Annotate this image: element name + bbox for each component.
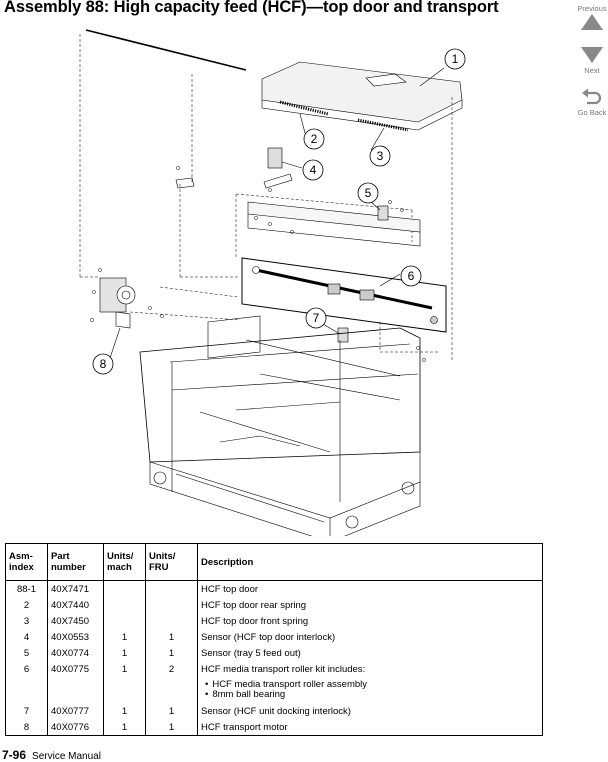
table-row: 2 40X7440 HCF top door rear spring (5, 597, 543, 613)
go-back-label: Go Back (577, 108, 607, 117)
page-title: Assembly 88: High capacity feed (HCF)—to… (4, 0, 499, 16)
next-label: Next (584, 66, 600, 75)
kit-items-cell: HCF media transport roller assembly 8mm … (197, 677, 543, 703)
arrow-up-icon (581, 14, 603, 30)
callout-2: 2 (311, 132, 318, 146)
kit-item: HCF media transport roller assembly (212, 680, 539, 690)
table-row: 88-1 40X7471 HCF top door (5, 580, 543, 597)
page-number: 7-96 (2, 748, 27, 762)
kit-items-list: HCF media transport roller assembly 8mm … (201, 680, 539, 700)
callout-5: 5 (365, 186, 372, 200)
header-units-mach: Units/mach (103, 543, 146, 581)
previous-label: Previous (577, 4, 607, 13)
kit-item: 8mm ball bearing (212, 690, 539, 700)
table-row: 7 40X0777 1 1 Sensor (HCF unit docking i… (5, 703, 543, 719)
table-row: 4 40X0553 1 1 Sensor (HCF top door inter… (5, 629, 543, 645)
exploded-diagram: 1 2 3 4 5 6 7 8 (79, 29, 466, 536)
previous-button[interactable]: Previous (572, 4, 608, 33)
callout-7: 7 (313, 311, 320, 325)
table-row-kit-items: HCF media transport roller assembly 8mm … (5, 677, 543, 703)
callout-6: 6 (408, 269, 415, 283)
callout-4: 4 (310, 163, 317, 177)
next-button[interactable]: Next (572, 46, 608, 75)
table-row: 3 40X7450 HCF top door front spring (5, 613, 543, 629)
manual-name: Service Manual (32, 751, 101, 762)
header-asm-index: Asm-index (5, 543, 48, 581)
table-row: 5 40X0774 1 1 Sensor (tray 5 feed out) (5, 645, 543, 661)
page-footer: 7-96 Service Manual (2, 748, 101, 762)
arrow-down-icon (581, 47, 603, 63)
header-description: Description (197, 543, 543, 581)
callout-3: 3 (377, 149, 384, 163)
table-row: 8 40X0776 1 1 HCF transport motor (5, 719, 543, 736)
callout-1: 1 (452, 52, 459, 66)
callout-8: 8 (100, 357, 107, 371)
go-back-button[interactable]: Go Back (572, 88, 608, 117)
go-back-icon (582, 88, 602, 105)
header-units-fru: Units/FRU (145, 543, 198, 581)
table-row: 6 40X0775 1 2 HCF media transport roller… (5, 661, 543, 677)
